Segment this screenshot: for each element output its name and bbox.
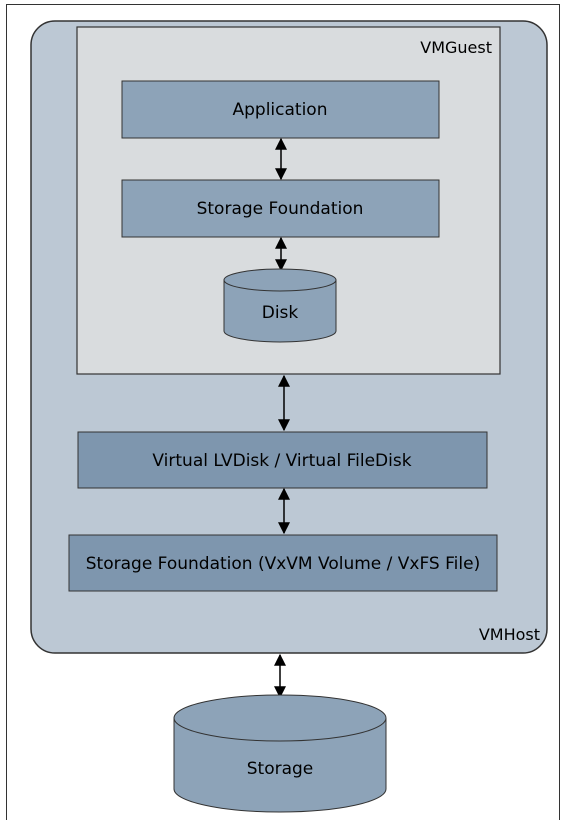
guest-storage-foundation-box bbox=[121, 179, 440, 238]
disk-cylinder bbox=[223, 268, 337, 343]
application-label: Application bbox=[233, 100, 328, 120]
guest-storage-foundation-label: Storage Foundation bbox=[197, 199, 364, 219]
virtual-disk-box bbox=[77, 431, 488, 489]
host-storage-foundation-label: Storage Foundation (VxVM Volume / VxFS F… bbox=[86, 554, 480, 574]
vmguest-label: VMGuest bbox=[420, 38, 492, 57]
vmhost-label: VMHost bbox=[479, 625, 540, 644]
application-box bbox=[121, 80, 440, 139]
host-storage-foundation-box bbox=[68, 534, 498, 592]
storage-cylinder bbox=[173, 694, 387, 813]
virtual-disk-label: Virtual LVDisk / Virtual FileDisk bbox=[152, 451, 411, 471]
storage-label: Storage bbox=[247, 759, 314, 779]
disk-label: Disk bbox=[262, 303, 299, 323]
